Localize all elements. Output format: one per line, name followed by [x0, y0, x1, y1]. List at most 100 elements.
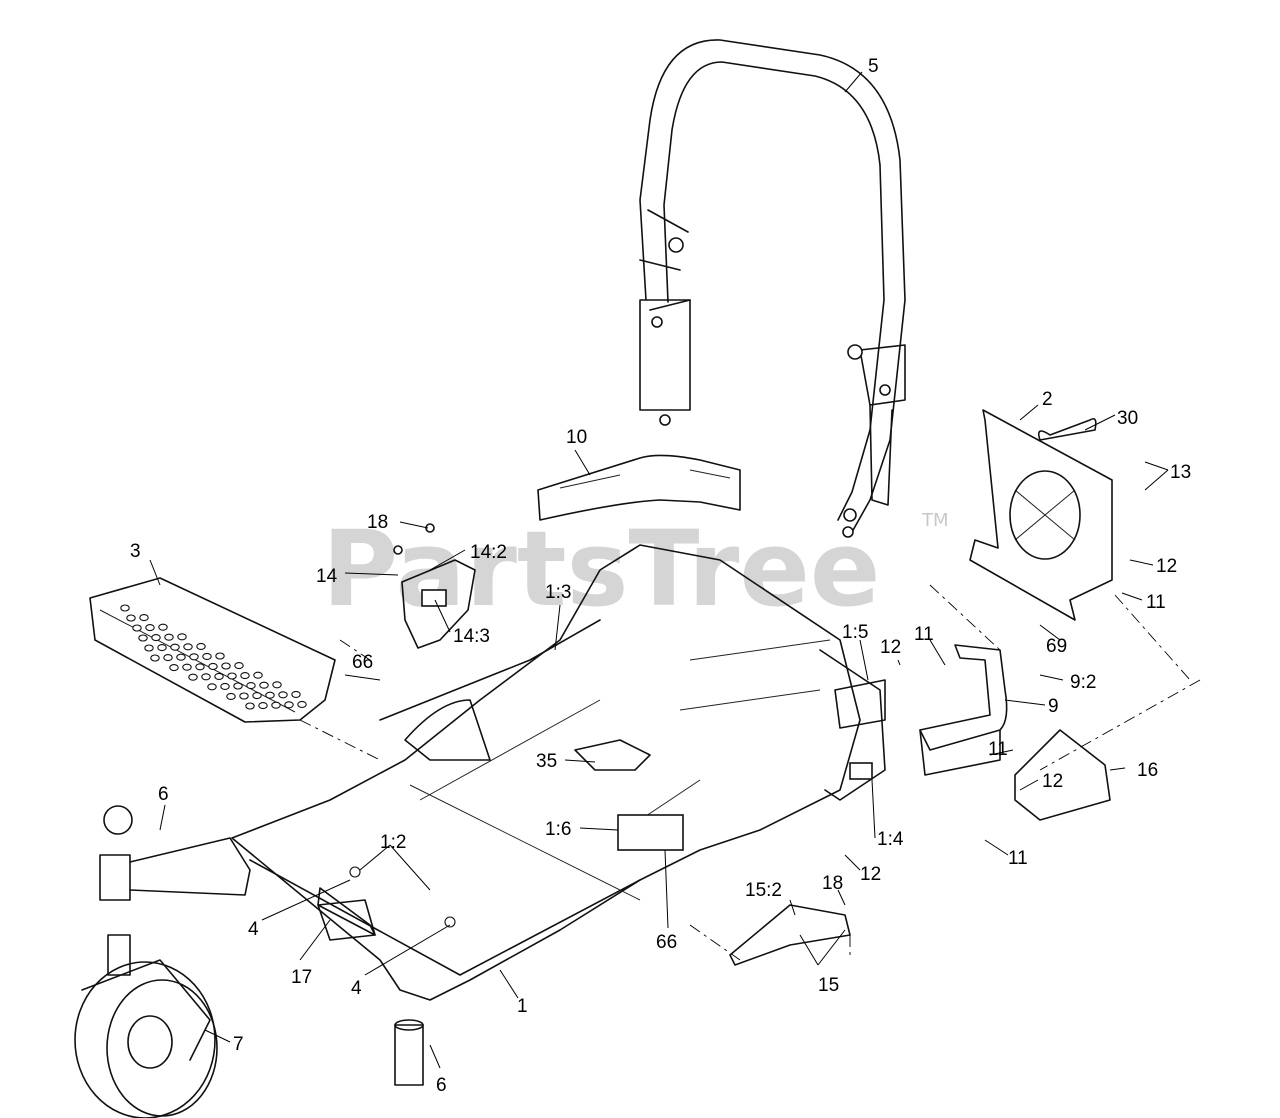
frame-part-1[interactable]: [231, 544, 886, 1001]
perforation-hole: [272, 681, 282, 689]
decal-part-17[interactable]: [317, 899, 376, 941]
perforation-hole: [177, 633, 187, 641]
callout-11[interactable]: 11: [914, 624, 934, 645]
perforation-hole: [207, 683, 217, 691]
callout-16[interactable]: 16: [1137, 760, 1158, 781]
callout-1-3[interactable]: 1:3: [545, 582, 571, 603]
watermark-trademark: TM: [921, 510, 949, 531]
callout-5[interactable]: 5: [868, 56, 879, 77]
part-35[interactable]: [574, 739, 651, 771]
callout-9-2[interactable]: 9:2: [1070, 672, 1096, 693]
callout-30[interactable]: 30: [1117, 408, 1138, 429]
plate-part-2[interactable]: [969, 409, 1113, 621]
callout-10[interactable]: 10: [566, 427, 587, 448]
block-part-1-5[interactable]: [834, 679, 886, 729]
callout-15-2[interactable]: 15:2: [745, 880, 782, 901]
callout-15[interactable]: 15: [818, 975, 839, 996]
callout-12[interactable]: 12: [1156, 556, 1177, 577]
perforation-hole: [297, 700, 307, 708]
callout-14-3[interactable]: 14:3: [453, 626, 490, 647]
callout-35[interactable]: 35: [536, 751, 557, 772]
callout-11[interactable]: 11: [1008, 848, 1028, 869]
callout-18[interactable]: 18: [822, 873, 843, 894]
pin-part-30[interactable]: [1037, 417, 1097, 441]
perforation-hole: [233, 682, 243, 690]
shield-part-10[interactable]: [537, 454, 741, 521]
perforation-hole: [227, 672, 237, 680]
callout-4[interactable]: 4: [248, 919, 259, 940]
perforation-hole: [226, 692, 236, 700]
callout-6[interactable]: 6: [436, 1075, 447, 1096]
perforation-hole: [239, 692, 249, 700]
perforation-hole: [138, 634, 148, 642]
perforation-hole: [157, 644, 167, 652]
bracket-part-14[interactable]: [393, 523, 476, 649]
perforation-hole: [144, 644, 154, 652]
perforation-hole: [214, 672, 224, 680]
callout-66[interactable]: 66: [352, 652, 373, 673]
callout-18[interactable]: 18: [367, 512, 388, 533]
callout-14[interactable]: 14: [316, 566, 338, 587]
perforation-hole: [189, 653, 199, 661]
perforation-hole: [245, 702, 255, 710]
perforation-hole: [234, 662, 244, 670]
callout-11[interactable]: 11: [1146, 592, 1166, 613]
callout-13[interactable]: 13: [1170, 462, 1191, 483]
caster-wheel-part-7[interactable]: [74, 805, 424, 1118]
perforation-hole: [253, 671, 263, 679]
perforation-hole: [265, 691, 275, 699]
perforation-hole: [188, 673, 198, 681]
perforation-hole: [252, 692, 262, 700]
perforation-hole: [170, 643, 180, 651]
plate-part-15[interactable]: [729, 904, 851, 966]
callout-14-2[interactable]: 14:2: [470, 542, 507, 563]
callout-69[interactable]: 69: [1046, 636, 1067, 657]
perforation-hole: [182, 663, 192, 671]
callout-4[interactable]: 4: [351, 978, 362, 999]
alignment-lines: [299, 584, 1201, 961]
callout-12[interactable]: 12: [1042, 771, 1063, 792]
perforation-hole: [208, 662, 218, 670]
perforation-hole: [284, 701, 294, 709]
callout-1-4[interactable]: 1:4: [877, 829, 904, 850]
floor-plate-part-3[interactable]: [89, 577, 336, 723]
perforation-hole: [151, 634, 161, 642]
callout-11[interactable]: 11: [988, 739, 1008, 760]
perforation-hole: [183, 643, 193, 651]
leader-lines: [149, 71, 1169, 1069]
perforation-hole: [221, 662, 231, 670]
callout-66[interactable]: 66: [656, 932, 677, 953]
guard-part-9[interactable]: [919, 644, 1008, 776]
perforation-hole: [259, 681, 269, 689]
perforation-hole: [240, 672, 250, 680]
perforation-hole: [278, 691, 288, 699]
perforation-hole: [145, 624, 155, 632]
callout-1[interactable]: 1: [517, 996, 528, 1017]
callout-2[interactable]: 2: [1042, 389, 1053, 410]
perforation-hole: [150, 654, 160, 662]
perforation-hole: [291, 690, 301, 698]
perforation-hole: [120, 604, 130, 612]
perforation-hole: [158, 623, 168, 631]
perforation-hole: [132, 624, 142, 632]
callout-1-2[interactable]: 1:2: [380, 832, 406, 853]
callout-1-6[interactable]: 1:6: [545, 819, 571, 840]
rollbar-part-5[interactable]: [639, 39, 906, 538]
perforation-hole: [163, 654, 173, 662]
callout-1-5[interactable]: 1:5: [842, 622, 868, 643]
callout-9[interactable]: 9: [1048, 696, 1059, 717]
callout-3[interactable]: 3: [130, 541, 141, 562]
perforation-hole: [176, 653, 186, 661]
tray-part-16[interactable]: [1014, 729, 1111, 821]
callout-17[interactable]: 17: [291, 967, 312, 988]
callout-12[interactable]: 12: [860, 864, 881, 885]
callout-6[interactable]: 6: [158, 784, 169, 805]
perforation-hole: [139, 614, 149, 622]
callout-12[interactable]: 12: [880, 637, 901, 658]
perforation-hole: [246, 682, 256, 690]
callout-7[interactable]: 7: [233, 1034, 244, 1055]
perforation-hole: [215, 652, 225, 660]
callout-labels: 5 2 30 13 10 18 14:2 14 3 14:3 1:3 12 11…: [130, 56, 1191, 1096]
